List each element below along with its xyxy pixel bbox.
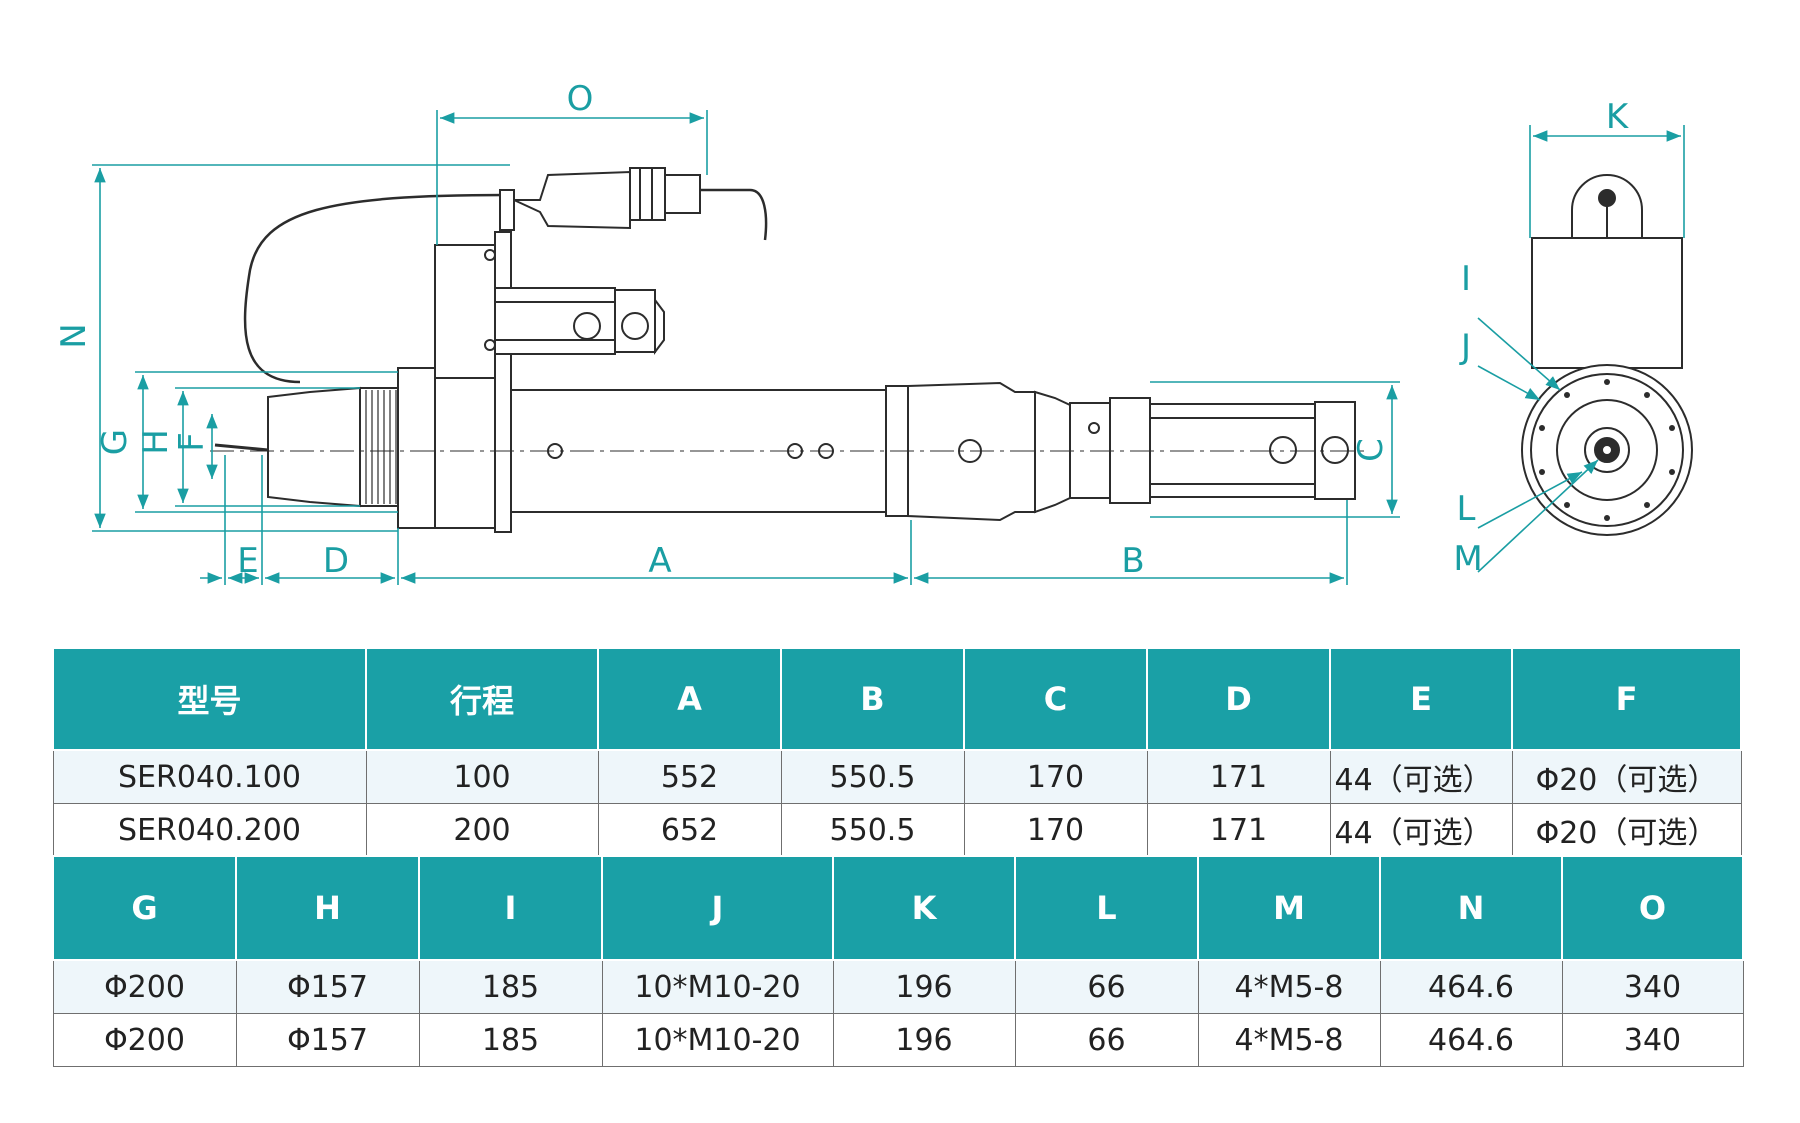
cell-e: 44（可选） <box>1329 803 1513 857</box>
side-view-drawing <box>214 167 1356 533</box>
side-view-dimensions <box>92 110 1400 585</box>
header-f: F <box>1511 647 1742 751</box>
header-stroke: 行程 <box>365 647 599 751</box>
dim-label-o: O <box>567 79 594 119</box>
cell-h: Φ157 <box>235 1013 420 1067</box>
cell-h: Φ157 <box>235 959 420 1014</box>
end-view-drawing <box>1521 174 1693 536</box>
cell-m: 4*M5-8 <box>1197 959 1381 1014</box>
header-m: M <box>1197 855 1381 961</box>
dim-label-i: I <box>1461 259 1471 299</box>
end-view-dimensions <box>1477 125 1685 573</box>
dim-label-a: A <box>648 541 671 581</box>
cell-i: 185 <box>418 959 603 1014</box>
table-header-row: 型号 行程 A B C D E F <box>52 647 1742 751</box>
dim-label-f: F <box>172 432 212 452</box>
dim-label-e: E <box>237 541 258 581</box>
cell-e: 44（可选） <box>1329 749 1513 804</box>
header-j: J <box>601 855 834 961</box>
cell-f: Φ20（可选） <box>1511 749 1742 804</box>
header-l: L <box>1014 855 1199 961</box>
cell-a: 552 <box>597 749 782 804</box>
cell-b: 550.5 <box>780 803 965 857</box>
header-g: G <box>52 855 237 961</box>
technical-drawing: O N G H F C E D A B K I J L <box>54 79 1693 585</box>
header-k: K <box>832 855 1016 961</box>
dim-label-d: D <box>323 541 349 581</box>
cell-g: Φ200 <box>52 1013 237 1067</box>
table-row: Φ200 Φ157 185 10*M10-20 196 66 4*M5-8 46… <box>52 1013 1744 1067</box>
cell-stroke: 200 <box>365 803 599 857</box>
dim-label-b: B <box>1121 541 1144 581</box>
header-c: C <box>963 647 1148 751</box>
header-d: D <box>1146 647 1331 751</box>
header-i: I <box>418 855 603 961</box>
cell-d: 171 <box>1146 803 1331 857</box>
cell-n: 464.6 <box>1379 959 1563 1014</box>
cell-g: Φ200 <box>52 959 237 1014</box>
cell-model: SER040.200 <box>52 803 367 857</box>
table-row: SER040.200 200 652 550.5 170 171 44（可选） … <box>52 803 1742 857</box>
header-h: H <box>235 855 420 961</box>
cell-k: 196 <box>832 959 1016 1014</box>
cell-n: 464.6 <box>1379 1013 1563 1067</box>
cell-j: 10*M10-20 <box>601 959 834 1014</box>
cell-j: 10*M10-20 <box>601 1013 834 1067</box>
header-e: E <box>1329 647 1513 751</box>
cell-c: 170 <box>963 803 1148 857</box>
spec-table-1: 型号 行程 A B C D E F SER040.100 100 552 550… <box>52 647 1742 857</box>
cell-d: 171 <box>1146 749 1331 804</box>
header-a: A <box>597 647 782 751</box>
spec-table-2: G H I J K L M N O Φ200 Φ157 185 10*M10-2… <box>52 855 1744 1067</box>
cell-i: 185 <box>418 1013 603 1067</box>
cell-l: 66 <box>1014 959 1199 1014</box>
header-model: 型号 <box>52 647 367 751</box>
dim-label-l: L <box>1457 489 1476 529</box>
table-header-row: G H I J K L M N O <box>52 855 1744 961</box>
header-o: O <box>1561 855 1744 961</box>
dim-label-c: C <box>1351 438 1391 462</box>
table-row: Φ200 Φ157 185 10*M10-20 196 66 4*M5-8 46… <box>52 959 1744 1014</box>
table-row: SER040.100 100 552 550.5 170 171 44（可选） … <box>52 749 1742 804</box>
dim-label-m: M <box>1453 539 1482 579</box>
dim-label-j: J <box>1459 327 1471 367</box>
dim-label-n: N <box>54 323 94 348</box>
dim-label-k: K <box>1606 97 1630 137</box>
cell-f: Φ20（可选） <box>1511 803 1742 857</box>
cell-o: 340 <box>1561 959 1744 1014</box>
cell-b: 550.5 <box>780 749 965 804</box>
cell-l: 66 <box>1014 1013 1199 1067</box>
header-n: N <box>1379 855 1563 961</box>
cell-o: 340 <box>1561 1013 1744 1067</box>
cell-c: 170 <box>963 749 1148 804</box>
cell-a: 652 <box>597 803 782 857</box>
cell-model: SER040.100 <box>52 749 367 804</box>
cell-stroke: 100 <box>365 749 599 804</box>
cell-m: 4*M5-8 <box>1197 1013 1381 1067</box>
dim-label-g: G <box>95 429 135 455</box>
cell-k: 196 <box>832 1013 1016 1067</box>
dim-label-h: H <box>136 429 176 455</box>
header-b: B <box>780 647 965 751</box>
